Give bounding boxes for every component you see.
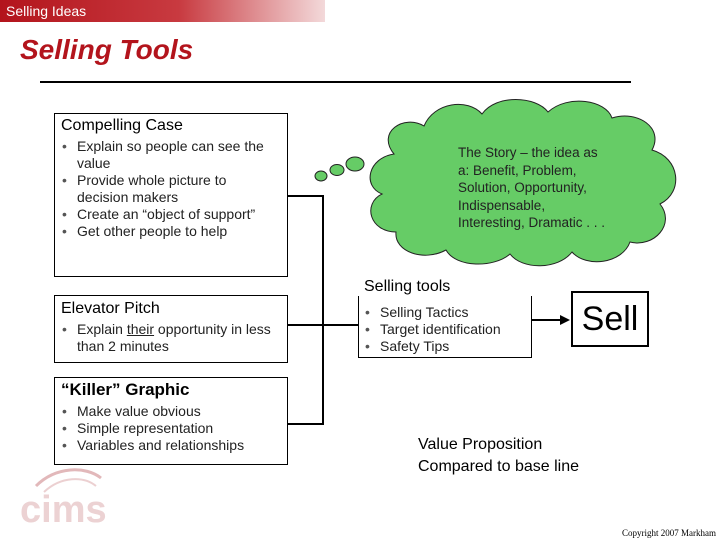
killer-graphic-title: “Killer” Graphic bbox=[61, 380, 190, 399]
value-proposition-line: Compared to base line bbox=[418, 458, 579, 475]
elevator-pitch-list: Explain their opportunity in less than 2… bbox=[61, 321, 281, 355]
selling-tools-title: Selling tools bbox=[364, 278, 451, 295]
compelling-case-title: Compelling Case bbox=[61, 117, 183, 134]
connector-line bbox=[322, 324, 358, 326]
bullet-text: opportunity in less than 2 minutes bbox=[77, 321, 271, 354]
compelling-case-list: Explain so people can see the value Prov… bbox=[61, 138, 281, 240]
list-item: Explain their opportunity in less than 2… bbox=[61, 321, 281, 355]
killer-graphic-list: Make value obvious Simple representation… bbox=[61, 403, 281, 454]
compelling-case-box: Compelling Case Explain so people can se… bbox=[54, 113, 288, 277]
section-label: Selling Ideas bbox=[6, 3, 87, 19]
list-item: Target identification bbox=[364, 321, 526, 338]
elevator-pitch-title: Elevator Pitch bbox=[61, 300, 160, 317]
cloud-bubble-small bbox=[329, 164, 345, 176]
cloud-text-line: The Story – the idea as bbox=[458, 145, 598, 160]
value-proposition: Value Proposition Compared to base line bbox=[418, 434, 579, 478]
killer-graphic-box: “Killer” Graphic Make value obvious Simp… bbox=[54, 377, 288, 465]
list-item: Variables and relationships bbox=[61, 437, 281, 454]
connector-line bbox=[288, 195, 324, 197]
cloud-text-line: Interesting, Dramatic . . . bbox=[458, 215, 606, 230]
selling-tools-list: Selling Tactics Target identification Sa… bbox=[364, 304, 526, 355]
connector-line bbox=[322, 195, 324, 425]
cloud-bubble-small bbox=[314, 170, 328, 182]
selling-tools-border bbox=[358, 296, 532, 358]
cloud-text-line: Solution, Opportunity, bbox=[458, 180, 587, 195]
selling-tools-box: Selling tools Selling Tactics Target ide… bbox=[358, 278, 532, 358]
list-item: Make value obvious bbox=[61, 403, 281, 420]
page-title: Selling Tools bbox=[20, 34, 194, 65]
list-item: Explain so people can see the value bbox=[61, 138, 281, 172]
cloud-text-line: Indispensable, bbox=[458, 197, 546, 213]
list-item: Get other people to help bbox=[61, 223, 281, 240]
cloud-text-line: a: Benefit, Problem, bbox=[458, 162, 577, 178]
list-item: Create an “object of support” bbox=[61, 206, 281, 223]
connector-line bbox=[288, 423, 324, 425]
arrow-right-icon bbox=[532, 315, 570, 325]
logo-text: cims bbox=[20, 489, 107, 528]
list-item: Safety Tips bbox=[364, 338, 526, 355]
logo-swoosh bbox=[43, 478, 97, 493]
cloud-shape bbox=[369, 99, 677, 267]
cloud-bubble-small bbox=[345, 156, 365, 172]
connector-line bbox=[288, 324, 324, 326]
story-thought-cloud bbox=[314, 99, 677, 267]
section-header-bar: Selling Ideas bbox=[0, 0, 325, 22]
bullet-emphasis: their bbox=[126, 321, 155, 337]
value-proposition-line: Value Proposition bbox=[418, 436, 543, 453]
elevator-pitch-box: Elevator Pitch Explain their opportunity… bbox=[54, 295, 288, 363]
list-item: Provide whole picture to decision makers bbox=[61, 172, 281, 206]
sell-box: Sell bbox=[571, 291, 649, 347]
logo-swoosh bbox=[34, 468, 102, 488]
title-divider bbox=[40, 81, 631, 83]
copyright-text: Copyright 2007 Markham bbox=[622, 528, 716, 538]
story-cloud-text: The Story – the idea as a: Benefit, Prob… bbox=[458, 144, 648, 232]
bullet-text: Explain bbox=[77, 321, 127, 337]
cims-logo-icon: cims bbox=[20, 468, 107, 528]
list-item: Selling Tactics bbox=[364, 304, 526, 321]
list-item: Simple representation bbox=[61, 420, 281, 437]
